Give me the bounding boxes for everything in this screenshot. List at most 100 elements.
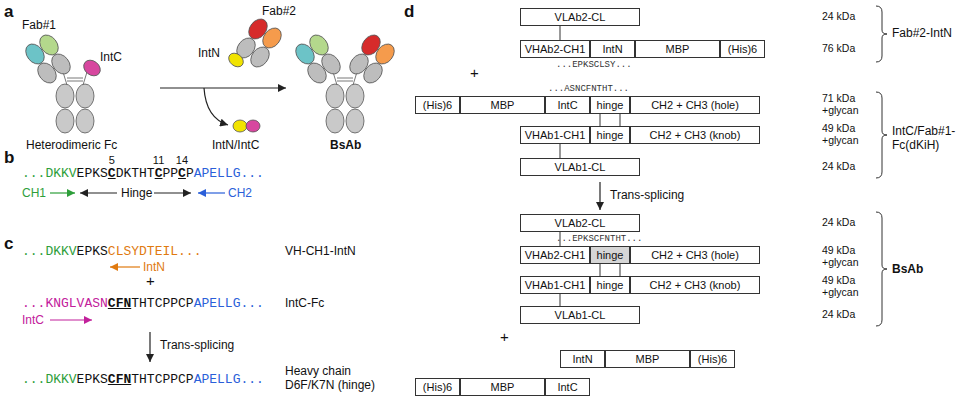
domain-ellipse [292, 40, 318, 67]
disulfide-line [560, 294, 561, 306]
domain-box: VHAb2-CH1 [520, 246, 590, 264]
box-label: hinge [597, 129, 624, 141]
box-label: IntC [557, 381, 577, 393]
arrow-line [198, 192, 225, 193]
arrow-line [154, 192, 191, 193]
sequence-segment: APELLG... [194, 372, 264, 387]
domain-box: CH2 + CH3 (knob) [630, 126, 760, 144]
box-label: MBP [491, 381, 515, 393]
annotation-label: 24 kDa [822, 160, 855, 172]
domain-ellipse [259, 24, 285, 51]
domain-ellipse [56, 109, 74, 133]
box-label: VLAb2-CL [555, 217, 606, 229]
annotation-label: 24 kDa [822, 10, 855, 22]
domain-box: IntN [560, 350, 605, 368]
annotation-label: + [146, 274, 155, 288]
sequence-row: ...DKKVEPKSCDKTHTCPPCPAPELLG... [22, 166, 264, 182]
domain-box: MBP [605, 350, 690, 368]
domain-ellipse [246, 120, 260, 132]
box-label: (His)6 [423, 381, 452, 393]
sequence-segment: ...DKKV [22, 166, 77, 181]
domain-box: MBP [460, 378, 545, 396]
group-bracket [876, 92, 887, 178]
arrow-line [149, 332, 150, 362]
annotation-label: + [470, 66, 479, 80]
residue-number: 5 [109, 154, 115, 166]
domain-box: CH2 + CH3 (hole) [630, 96, 760, 114]
sequence-segment: EPKS [77, 166, 108, 181]
arrow-line [160, 87, 286, 88]
annotation-label: Heavy chain D6F/K7N (hinge) [285, 364, 380, 392]
arrow-line [599, 182, 600, 210]
domain-ellipse [346, 109, 364, 133]
box-label: VHAb2-CH1 [525, 249, 586, 261]
annotation-label: CH1 [22, 186, 46, 200]
sequence-segment: ...DKKV [22, 372, 77, 387]
annotation-label: BsAb [892, 262, 923, 276]
annotation-label: IntC [22, 313, 44, 327]
domain-ellipse [326, 84, 344, 108]
annotation-label: BsAb [330, 138, 361, 152]
annotation-label: IntN [143, 260, 165, 274]
box-label: CH2 + CH3 (knob) [650, 279, 741, 291]
annotation-label: Heterodimeric Fc [26, 138, 117, 152]
sequence-segment: ...DKKV [22, 244, 77, 259]
box-label: CH2 + CH3 (hole) [651, 249, 739, 261]
domain-ellipse [326, 109, 344, 133]
sequence-segment: C [178, 166, 186, 181]
annotation-label: + [500, 330, 509, 344]
domain-ellipse [233, 120, 247, 132]
sequence-segment: APELLG... [194, 166, 264, 181]
domain-box: MBP [460, 96, 545, 114]
arrow-line [50, 319, 92, 320]
annotation-label: ...EPKSCLSY... [556, 60, 632, 71]
box-label: VHAb1-CH1 [525, 129, 586, 141]
domain-box: hinge [590, 96, 630, 114]
domain-box: CH2 + CH3 (knob) [630, 276, 760, 294]
annotation-label: IntC/Fab#1-Fc(dKiH) [892, 124, 974, 152]
sequence-segment: CLSYDTEIL... [108, 244, 202, 259]
domain-box: (His)6 [415, 96, 460, 114]
sequence-segment: P [186, 166, 194, 181]
annotation-label: CH2 [228, 186, 252, 200]
domain-box: IntC [545, 96, 590, 114]
annotation-label: IntN/IntC [212, 138, 259, 152]
box-label: IntC [557, 99, 577, 111]
box-label: hinge [597, 279, 624, 291]
domain-ellipse [346, 84, 364, 108]
annotation-label: Fab#2-IntN [892, 26, 974, 40]
annotation-label: IntC [100, 50, 122, 64]
annotation-label: 49 kDa +glycan [822, 244, 868, 268]
figure-group [226, 15, 285, 70]
box-label: VHAb1-CH1 [525, 279, 586, 291]
domain-box: VHAb1-CH1 [520, 126, 590, 144]
box-label: MBP [491, 99, 515, 111]
arrow-line [63, 72, 87, 85]
domain-ellipse [56, 84, 74, 108]
box-label: VLAb2-CL [555, 11, 606, 23]
sequence-segment: C [108, 166, 116, 181]
annotation-label: VH-CH1-IntN [285, 244, 356, 258]
domain-box: (His)6 [720, 40, 765, 58]
domain-box: VHAb1-CH1 [520, 276, 590, 294]
residue-number: 14 [176, 154, 188, 166]
sequence-segment: CFN [108, 296, 131, 311]
domain-ellipse [372, 40, 398, 67]
annotation-label: Trans-splicing [610, 188, 684, 202]
sequence-segment: ...KNGLVASN [22, 296, 108, 311]
box-label: (His)6 [423, 99, 452, 111]
group-bracket [876, 212, 887, 326]
sequence-segment: CFN [108, 372, 131, 387]
box-label: MBP [636, 353, 660, 365]
panel-letter: b [4, 148, 14, 167]
domain-box: (His)6 [690, 350, 735, 368]
sequence-segment: PP [162, 166, 178, 181]
disulfide-line [620, 114, 621, 126]
domain-box: VLAb1-CL [520, 158, 640, 176]
sequence-row: ...KNGLVASNCFNTHTCPPCPAPELLG... [22, 296, 264, 312]
annotation-label: 76 kDa [822, 42, 855, 54]
domain-box: hinge [590, 246, 630, 264]
box-label: VHAb2-CH1 [525, 43, 586, 55]
box-label: CH2 + CH3 (knob) [650, 129, 741, 141]
